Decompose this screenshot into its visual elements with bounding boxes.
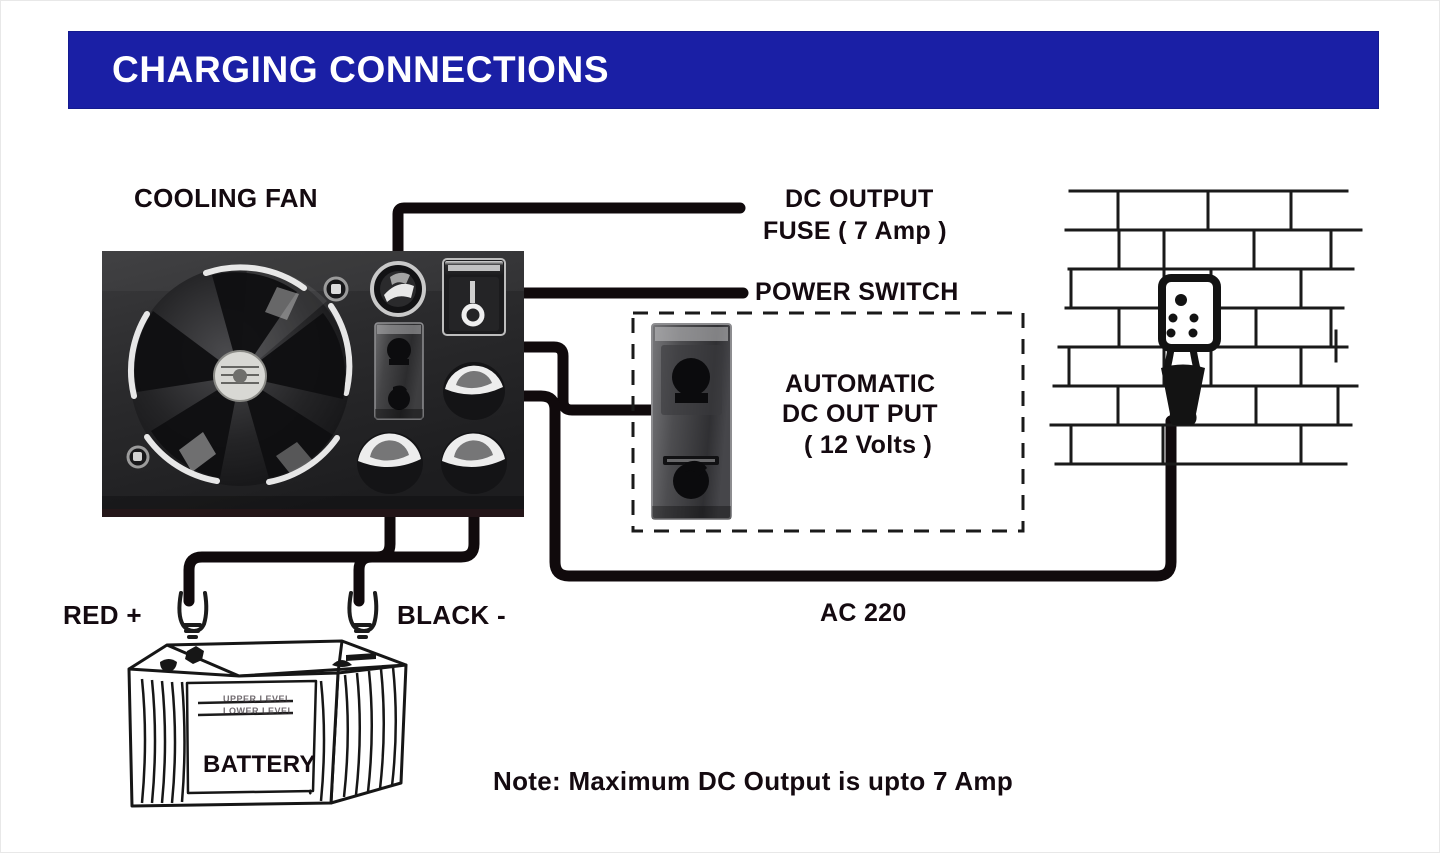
label-automatic-line1: AUTOMATIC	[785, 370, 936, 398]
label-note: Note: Maximum DC Output is upto 7 Amp	[493, 766, 1014, 796]
socket-hole-4	[1188, 328, 1198, 338]
terminal-post-icon[interactable]	[357, 362, 507, 494]
label-dc-output-fuse-line1: DC OUTPUT	[785, 185, 934, 213]
inverter-panel[interactable]	[102, 251, 524, 517]
battery-terminal-positive	[185, 646, 204, 664]
fuse-holder-icon[interactable]	[370, 261, 426, 317]
socket-hole-3	[1166, 328, 1176, 338]
dc-socket-strip-icon[interactable]	[374, 322, 424, 420]
battery-icon[interactable]	[127, 639, 408, 808]
label-battery-lower-level: LOWER LEVEL	[223, 706, 294, 716]
label-battery-upper-level: UPPER LEVEL	[223, 694, 292, 704]
title-banner: CHARGING CONNECTIONS	[68, 31, 1379, 109]
socket-hole-2	[1189, 313, 1199, 323]
dc-output-socket-icon[interactable]	[651, 323, 732, 520]
battery-terminal-negative	[346, 653, 376, 661]
label-ac-220: AC 220	[820, 599, 907, 627]
page-title: CHARGING CONNECTIONS	[112, 49, 610, 90]
label-dc-output-fuse-line2: FUSE ( 7 Amp )	[763, 217, 947, 245]
label-red-positive: RED +	[63, 600, 142, 630]
label-battery: BATTERY	[203, 751, 316, 778]
label-automatic-line3: ( 12 Volts )	[804, 431, 933, 459]
cooling-fan-icon	[127, 264, 353, 486]
ac-plug-icon[interactable]	[1161, 345, 1205, 425]
rocker-switch-icon[interactable]	[442, 258, 506, 336]
label-cooling-fan: COOLING FAN	[134, 183, 318, 213]
socket-hole-1	[1168, 313, 1178, 323]
fan-screw-icon	[126, 276, 349, 469]
wall-socket-icon[interactable]	[1158, 274, 1221, 352]
label-black-negative: BLACK -	[397, 600, 506, 630]
socket-hole-earth	[1175, 294, 1187, 306]
label-automatic-line2: DC OUT PUT	[782, 400, 938, 428]
battery-clamp-icon	[177, 591, 379, 639]
label-power-switch: POWER SWITCH	[755, 278, 959, 306]
